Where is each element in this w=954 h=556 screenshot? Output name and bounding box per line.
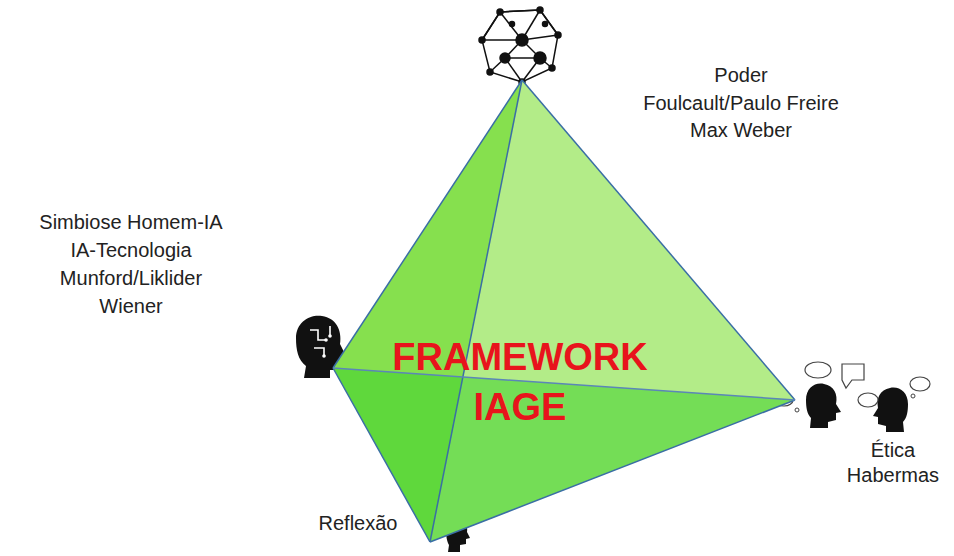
author-label: Wiener bbox=[99, 294, 162, 318]
author-label: Foulcault/Paulo Freire bbox=[643, 91, 839, 115]
author-label: Max Weber bbox=[690, 118, 792, 142]
vertex-label: Poder bbox=[714, 63, 767, 87]
tetrahedron-shape: FRAMEWORK IAGE bbox=[330, 76, 800, 548]
vertex-label: IA-Tecnologia bbox=[70, 238, 191, 262]
vertex-label: Reflexão bbox=[319, 511, 398, 535]
author-label: Munford/Liklider bbox=[60, 266, 202, 290]
dialogue-icon bbox=[775, 362, 930, 432]
tetrahedron-outline bbox=[330, 76, 800, 548]
vertex-label: Ética bbox=[871, 438, 915, 462]
framework-title: FRAMEWORK IAGE bbox=[375, 332, 665, 432]
network-icon bbox=[479, 7, 561, 85]
author-label: Habermas bbox=[847, 463, 939, 487]
vertex-label: Simbiose Homem-IA bbox=[39, 210, 222, 234]
